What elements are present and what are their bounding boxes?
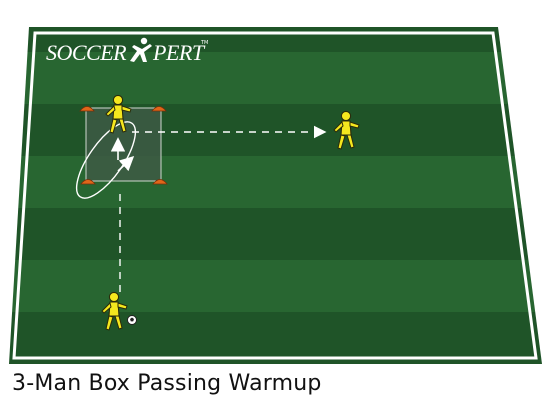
- drill-title: 3-Man Box Passing Warmup: [12, 371, 322, 396]
- pitch: [9, 27, 542, 364]
- svg-text:PERT: PERT: [152, 40, 206, 65]
- pitch-boundary: [12, 31, 538, 360]
- svg-text:SOCCER: SOCCER: [46, 40, 127, 65]
- brand-logo-x-figure: [130, 37, 152, 62]
- run-arrow: [117, 156, 135, 172]
- svg-text:TM: TM: [200, 40, 208, 46]
- soccer-ball-icon: [127, 315, 137, 325]
- brand-logo: SOCCER PERT TM: [46, 37, 208, 65]
